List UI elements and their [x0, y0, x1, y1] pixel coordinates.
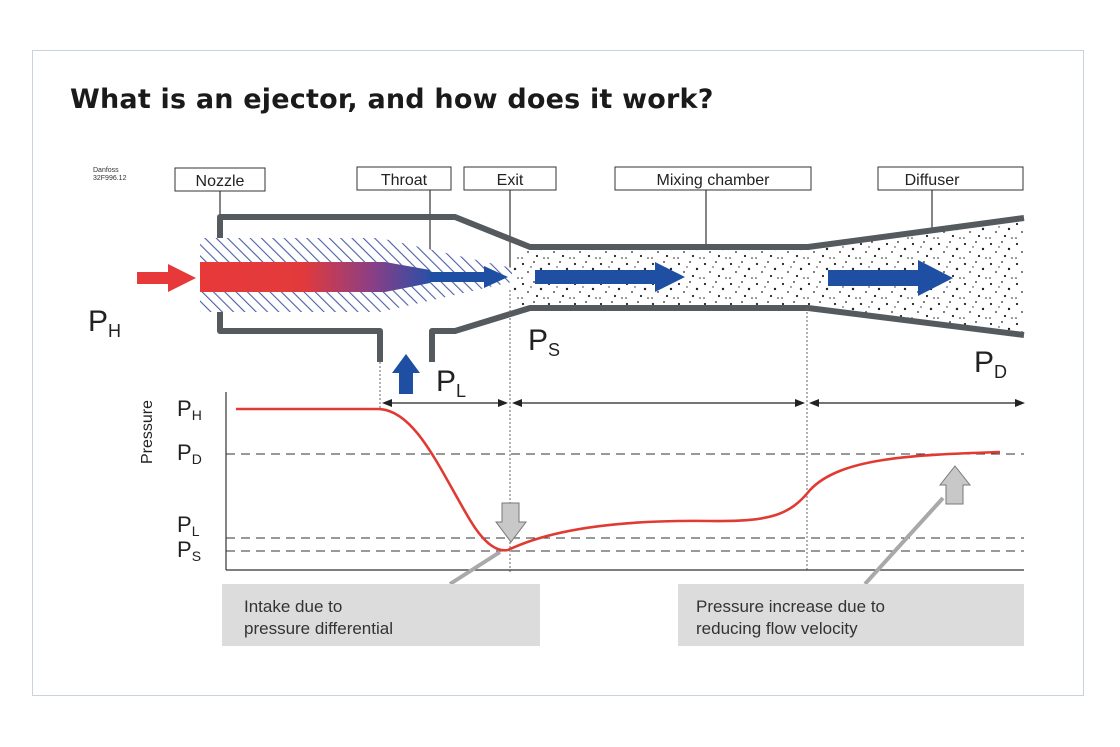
gray-down-arrow-icon [495, 502, 527, 543]
note-increase-line1: Pressure increase due to [696, 597, 885, 616]
blue-flow-arrow-icon [535, 262, 685, 292]
symbol-pl-diagram: PL [436, 365, 466, 401]
graph-level-pl: PL [177, 512, 200, 539]
label-nozzle-text: Nozzle [196, 173, 245, 190]
svg-text:PD: PD [974, 346, 1007, 382]
brand-code-line1: Danfoss [93, 167, 119, 174]
pressure-curve [236, 407, 1001, 552]
svg-text:PD: PD [177, 440, 202, 467]
note-intake-line2: pressure differential [244, 619, 393, 638]
symbol-ph-diagram: PH [88, 305, 121, 341]
label-throat-text: Throat [381, 172, 428, 189]
section-dividers [379, 290, 808, 572]
note-intake: Intake due to pressure differential [222, 584, 540, 646]
svg-text:PS: PS [177, 537, 201, 564]
note-intake-line1: Intake due to [244, 597, 343, 616]
svg-text:PL: PL [177, 512, 200, 539]
label-mixing-chamber: Mixing chamber [614, 166, 812, 191]
pressure-level-lines [226, 453, 1024, 552]
graph-level-ph: PH [177, 396, 202, 423]
gray-up-arrow-icon [938, 465, 972, 505]
label-exit: Exit [463, 166, 557, 191]
symbol-ps-diagram: PS [528, 324, 560, 360]
note-increase-line2: reducing flow velocity [696, 619, 858, 638]
note-pointer-lines [448, 496, 945, 586]
label-throat: Throat [356, 166, 452, 191]
graph-level-pd: PD [177, 440, 202, 467]
label-nozzle: Nozzle [174, 167, 266, 192]
blue-flow-arrow-icon [430, 266, 508, 288]
label-diffuser-text: Diffuser [905, 172, 961, 189]
y-axis-label: Pressure [139, 400, 156, 464]
blue-flow-arrow-icon [828, 260, 953, 296]
figure-frame [32, 50, 1084, 696]
red-inlet-arrow-icon [137, 264, 196, 292]
label-diffuser: Diffuser [877, 166, 1024, 191]
ejector-housing [217, 214, 1025, 362]
blue-suction-arrow-icon [392, 354, 420, 394]
graph-axes [225, 392, 1024, 571]
page-title: What is an ejector, and how does it work… [70, 84, 714, 115]
svg-text:PH: PH [177, 396, 202, 423]
label-exit-text: Exit [497, 172, 524, 189]
svg-text:PS: PS [528, 324, 560, 360]
span-arrows [382, 399, 1025, 407]
svg-text:PH: PH [88, 305, 121, 341]
brand-code-line2: 32F996.12 [93, 175, 127, 182]
brand-code: Danfoss 32F996.12 [93, 167, 126, 183]
svg-text:PL: PL [436, 365, 466, 401]
motive-flow [200, 262, 430, 292]
symbol-pd-diagram: PD [974, 346, 1007, 382]
note-pressure-increase: Pressure increase due to reducing flow v… [678, 584, 1024, 646]
graph-level-ps: PS [177, 537, 201, 564]
label-mixing-chamber-text: Mixing chamber [657, 172, 771, 189]
